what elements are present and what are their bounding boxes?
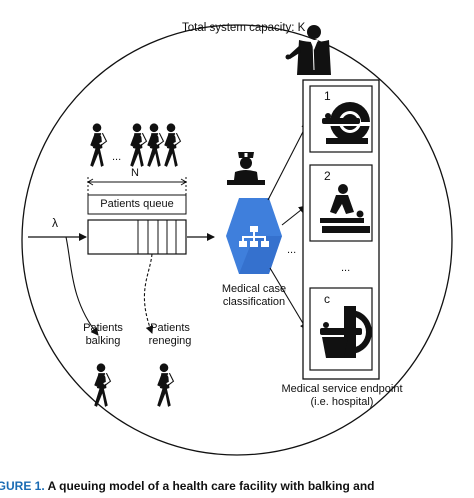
figure-caption: FIGURE 1. A queuing model of a health ca… — [0, 479, 375, 493]
patient-walking-icon — [156, 362, 175, 408]
reneging-arrow — [143, 253, 154, 334]
patient-walking-icon — [163, 122, 182, 168]
reneging-label-line2: reneging — [148, 335, 192, 347]
server-2-number: 2 — [324, 169, 331, 183]
server-1-number: 1 — [324, 89, 331, 103]
endpoint-label-line2: (i.e. hospital) — [310, 396, 374, 408]
queue-label-box — [87, 194, 187, 215]
nurse-icon — [227, 152, 265, 185]
branch-ellipsis: ... — [287, 244, 297, 256]
queue-buffer — [87, 219, 187, 255]
balking-label-line1: Patients — [83, 322, 123, 334]
endpoint-label-line1: Medical service endpoint — [281, 383, 403, 395]
server-2 — [309, 164, 373, 242]
branch-arrow-1 — [267, 121, 309, 201]
patients-ellipsis: ... — [112, 151, 122, 163]
sitemap-icon — [239, 226, 269, 247]
figure-number: FIGURE 1. — [0, 479, 45, 493]
doctor-icon — [285, 25, 331, 75]
balking-label-line2: balking — [85, 335, 121, 347]
patients-waiting-group — [89, 122, 182, 168]
capacity-label: Total system capacity: K — [182, 22, 306, 34]
branch-arrow-2 — [281, 205, 307, 226]
n-label: N — [131, 167, 139, 179]
mri-scanner-icon — [322, 102, 370, 144]
server-1 — [309, 85, 373, 153]
patient-walking-icon — [129, 122, 148, 168]
patient-walking-icon — [93, 362, 112, 408]
patient-walking-icon — [89, 122, 108, 168]
classification-label-line2: classification — [222, 296, 286, 308]
balking-arrow — [65, 236, 99, 336]
server-ellipsis: ... — [341, 262, 351, 274]
arrival-rate-label: λ — [52, 216, 58, 230]
classification-label-line1: Medical case — [221, 283, 287, 295]
caption-text: A queuing model of a health care facilit… — [47, 479, 375, 493]
system-boundary-circle — [21, 24, 453, 456]
branch-arrow-c — [269, 267, 308, 331]
physiotherapy-icon — [320, 184, 370, 233]
queue-label: Patients queue — [100, 198, 174, 210]
reneging-label-line1: Patients — [150, 322, 190, 334]
server-c — [309, 287, 373, 371]
classification-hexagon — [226, 198, 282, 274]
server-c-number: c — [324, 292, 330, 306]
patient-walking-icon — [146, 122, 165, 168]
ct-scanner-icon — [320, 306, 372, 358]
